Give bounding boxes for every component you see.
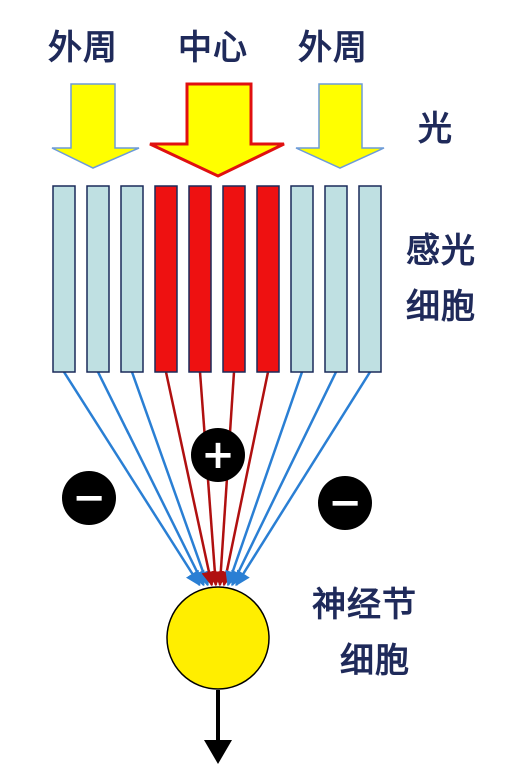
ganglion-cell xyxy=(166,586,270,690)
photoreceptor-periphery xyxy=(86,185,110,373)
label-periphery-left: 外周 xyxy=(48,28,118,68)
photoreceptor-periphery xyxy=(290,185,314,373)
photoreceptor-periphery xyxy=(52,185,76,373)
inhibitory-connection xyxy=(62,371,201,587)
connections xyxy=(62,371,372,587)
photoreceptor-center xyxy=(188,185,212,373)
photoreceptor-periphery xyxy=(324,185,348,373)
excitatory-connection xyxy=(164,371,217,587)
photoreceptor-cells xyxy=(52,185,382,373)
label-ganglion-line1: 神经节 xyxy=(312,585,417,625)
output-arrow xyxy=(204,690,232,764)
photoreceptor-center xyxy=(222,185,246,373)
light-arrow-periphery-left xyxy=(51,83,140,169)
inhibitory-connection xyxy=(231,371,338,587)
photoreceptor-center xyxy=(256,185,280,373)
photoreceptor-center xyxy=(154,185,178,373)
label-photoreceptor-line1: 感光 xyxy=(406,231,476,271)
inhibitory-sign-right-text: − xyxy=(328,480,362,526)
photoreceptor-periphery xyxy=(358,185,382,373)
inhibitory-connection xyxy=(225,371,304,587)
inhibitory-connection xyxy=(130,371,211,587)
excitatory-sign: + xyxy=(191,428,245,482)
light-arrow-center xyxy=(149,82,285,178)
inhibitory-sign-left-text: − xyxy=(72,475,106,521)
label-periphery-right: 外周 xyxy=(298,28,368,68)
excitatory-sign-text: + xyxy=(201,432,235,478)
label-center: 中心 xyxy=(178,28,248,68)
label-light: 光 xyxy=(418,109,453,149)
inhibitory-connection xyxy=(96,371,205,587)
label-photoreceptor-line2: 细胞 xyxy=(406,287,476,327)
light-arrow-periphery-right xyxy=(295,83,385,169)
label-ganglion-line2: 细胞 xyxy=(340,641,410,681)
inhibitory-connection xyxy=(235,371,372,587)
photoreceptor-periphery xyxy=(120,185,144,373)
inhibitory-sign-right: − xyxy=(318,476,372,530)
inhibitory-sign-left: − xyxy=(62,471,116,525)
excitatory-connection xyxy=(219,371,270,587)
